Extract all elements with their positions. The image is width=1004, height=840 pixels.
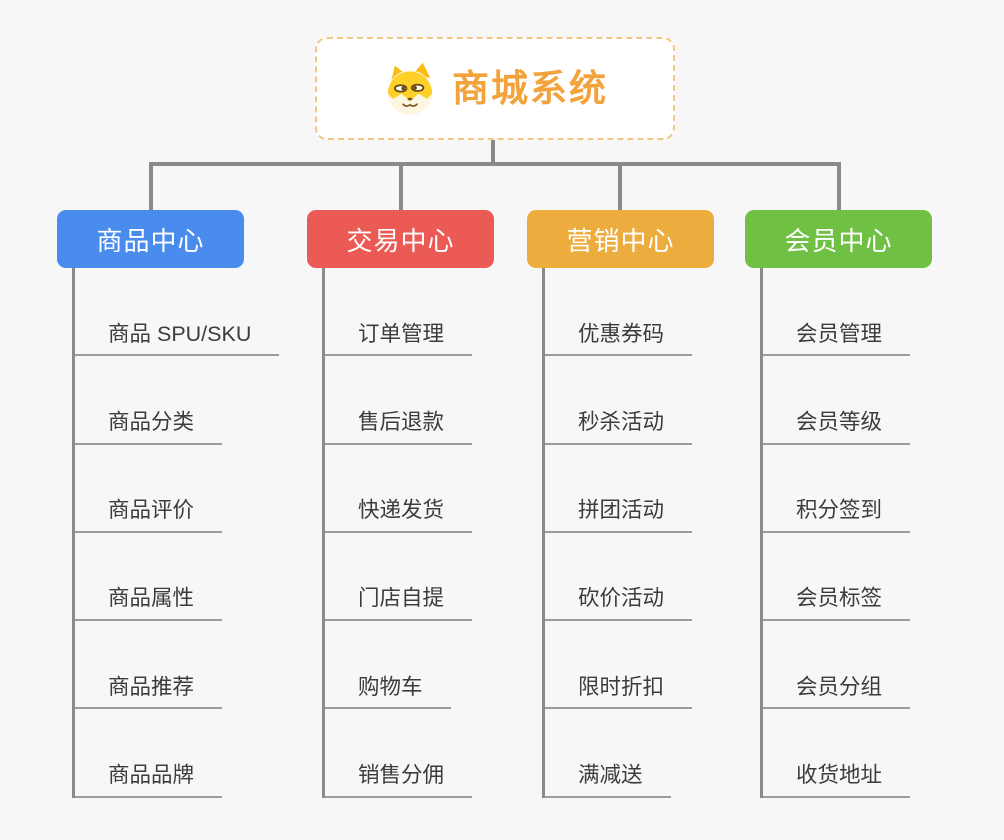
leaf-node[interactable]: 购物车 bbox=[325, 675, 451, 710]
leaf-slot: 会员等级 bbox=[763, 356, 911, 445]
leaf-node[interactable]: 门店自提 bbox=[325, 586, 473, 622]
leaf-slot: 商品推荐 bbox=[75, 621, 279, 710]
leaf-slot: 会员标签 bbox=[763, 533, 911, 622]
leaf-slot: 售后退款 bbox=[325, 356, 473, 445]
leaf-node[interactable]: 砍价活动 bbox=[545, 586, 693, 622]
leaf-node[interactable]: 会员分组 bbox=[763, 675, 911, 710]
branch-drop-line bbox=[618, 166, 622, 210]
leaf-node[interactable]: 秒杀活动 bbox=[545, 410, 693, 445]
leaf-slot: 商品分类 bbox=[75, 356, 279, 445]
leaf-node[interactable]: 商品评价 bbox=[75, 498, 223, 533]
leaf-slot: 商品评价 bbox=[75, 445, 279, 533]
leaf-column-trade: 订单管理 售后退款 快递发货 门店自提 购物车 销售分佣 bbox=[322, 268, 473, 798]
leaf-slot: 商品属性 bbox=[75, 533, 279, 622]
branch-drop-line bbox=[149, 166, 153, 210]
leaf-column-product: 商品 SPU/SKU 商品分类 商品评价 商品属性 商品推荐 商品品牌 bbox=[72, 268, 280, 798]
leaf-node[interactable]: 商品 SPU/SKU bbox=[75, 322, 280, 357]
leaf-slot: 快递发货 bbox=[325, 445, 473, 533]
leaf-node[interactable]: 商品品牌 bbox=[75, 763, 223, 798]
leaf-slot: 满减送 bbox=[545, 709, 692, 798]
leaf-node[interactable]: 积分签到 bbox=[763, 498, 911, 533]
leaf-node[interactable]: 商品推荐 bbox=[75, 675, 223, 710]
leaf-node[interactable]: 限时折扣 bbox=[545, 675, 693, 710]
branch-bus-line bbox=[149, 162, 841, 166]
branch-node-product-center[interactable]: 商品中心 bbox=[57, 210, 244, 268]
leaf-node[interactable]: 销售分佣 bbox=[325, 763, 473, 798]
leaf-slot: 会员分组 bbox=[763, 621, 911, 710]
leaf-slot: 会员管理 bbox=[763, 268, 911, 357]
leaf-column-marketing: 优惠券码 秒杀活动 拼团活动 砍价活动 限时折扣 满减送 bbox=[542, 268, 693, 798]
leaf-column-member: 会员管理 会员等级 积分签到 会员标签 会员分组 收货地址 bbox=[760, 268, 911, 798]
leaf-slot: 砍价活动 bbox=[545, 533, 693, 622]
leaf-slot: 门店自提 bbox=[325, 533, 473, 622]
leaf-node[interactable]: 商品分类 bbox=[75, 410, 223, 445]
leaf-node[interactable]: 收货地址 bbox=[763, 763, 911, 798]
leaf-slot: 积分签到 bbox=[763, 445, 911, 533]
leaf-node[interactable]: 优惠券码 bbox=[545, 322, 693, 357]
leaf-node[interactable]: 拼团活动 bbox=[545, 498, 693, 533]
leaf-node[interactable]: 满减送 bbox=[545, 763, 671, 798]
leaf-node[interactable]: 订单管理 bbox=[325, 322, 473, 357]
root-connector-stub bbox=[491, 140, 495, 165]
leaf-node[interactable]: 会员等级 bbox=[763, 410, 911, 445]
leaf-node[interactable]: 商品属性 bbox=[75, 586, 223, 622]
root-node[interactable]: 商城系统 bbox=[315, 37, 675, 140]
leaf-node[interactable]: 会员标签 bbox=[763, 586, 911, 622]
leaf-slot: 商品品牌 bbox=[75, 709, 279, 798]
leaf-slot: 拼团活动 bbox=[545, 445, 693, 533]
branch-node-trade-center[interactable]: 交易中心 bbox=[307, 210, 494, 268]
leaf-slot: 商品 SPU/SKU bbox=[75, 268, 280, 357]
leaf-slot: 购物车 bbox=[325, 621, 472, 710]
leaf-slot: 订单管理 bbox=[325, 268, 473, 357]
root-title: 商城系统 bbox=[452, 68, 608, 109]
shiba-dog-icon bbox=[387, 62, 433, 115]
branch-drop-line bbox=[399, 166, 403, 210]
leaf-slot: 限时折扣 bbox=[545, 621, 693, 710]
leaf-slot: 秒杀活动 bbox=[545, 356, 693, 445]
branch-drop-line bbox=[837, 166, 841, 210]
leaf-slot: 收货地址 bbox=[763, 709, 911, 798]
leaf-node[interactable]: 会员管理 bbox=[763, 322, 911, 357]
branch-node-member-center[interactable]: 会员中心 bbox=[745, 210, 932, 268]
leaf-node[interactable]: 快递发货 bbox=[325, 498, 473, 533]
leaf-slot: 销售分佣 bbox=[325, 709, 473, 798]
leaf-node[interactable]: 售后退款 bbox=[325, 410, 473, 445]
branch-node-marketing-center[interactable]: 营销中心 bbox=[527, 210, 714, 268]
leaf-slot: 优惠券码 bbox=[545, 268, 693, 357]
